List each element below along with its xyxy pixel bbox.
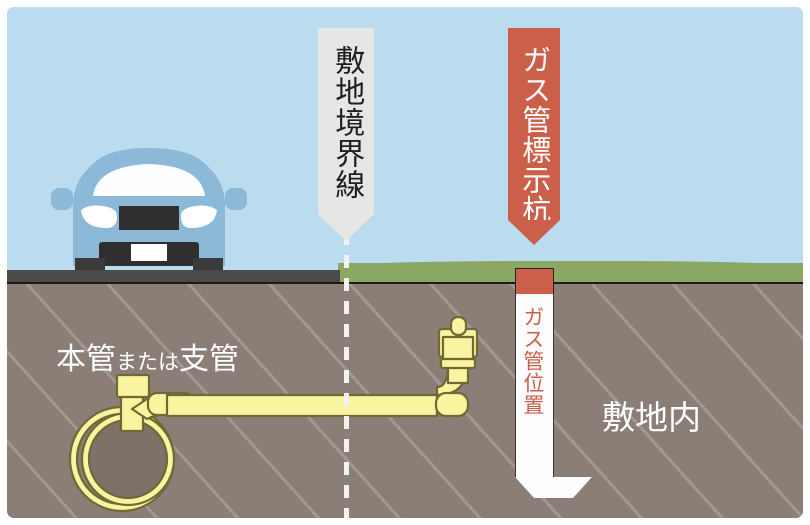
grass-ground-line [338, 282, 803, 285]
post-label: ガス管位置 [520, 306, 545, 416]
road-ground-line [7, 282, 340, 285]
main-pipe-label-conjunction: または [116, 350, 179, 374]
main-pipe-label: 本管または支管 [56, 334, 239, 378]
post-cap [515, 268, 554, 295]
road-surface [7, 270, 340, 284]
main-pipe-label-trail: 支管 [179, 342, 239, 377]
banner-marker-post: ガス管標示杭 [508, 28, 560, 245]
site-area-label: 敷地内 [602, 398, 701, 437]
banner-marker-post-body: ガス管標示杭 [508, 28, 560, 225]
main-pipe-label-lead: 本管 [56, 342, 116, 377]
post-tip [515, 477, 592, 498]
illustration-canvas: ガス管位置 敷地境界線 ガス管標示杭 本管または支管 敷地内 [7, 7, 803, 518]
banner-boundary: 敷地境界線 [318, 28, 374, 241]
banner-marker-post-tip [508, 220, 560, 245]
post-label-wrap: ガス管位置 [509, 306, 556, 416]
grass-strip [338, 263, 803, 284]
car-front-view-icon [51, 144, 247, 282]
banner-boundary-body: 敷地境界線 [318, 28, 374, 214]
banner-boundary-tip [318, 214, 374, 241]
post-shaft [515, 294, 554, 478]
gas-marker-post: ガス管位置 [509, 262, 595, 498]
banner-boundary-label: 敷地境界線 [329, 45, 365, 200]
property-boundary-dashed-line [344, 232, 349, 518]
banner-marker-post-label: ガス管標示杭 [517, 45, 552, 225]
